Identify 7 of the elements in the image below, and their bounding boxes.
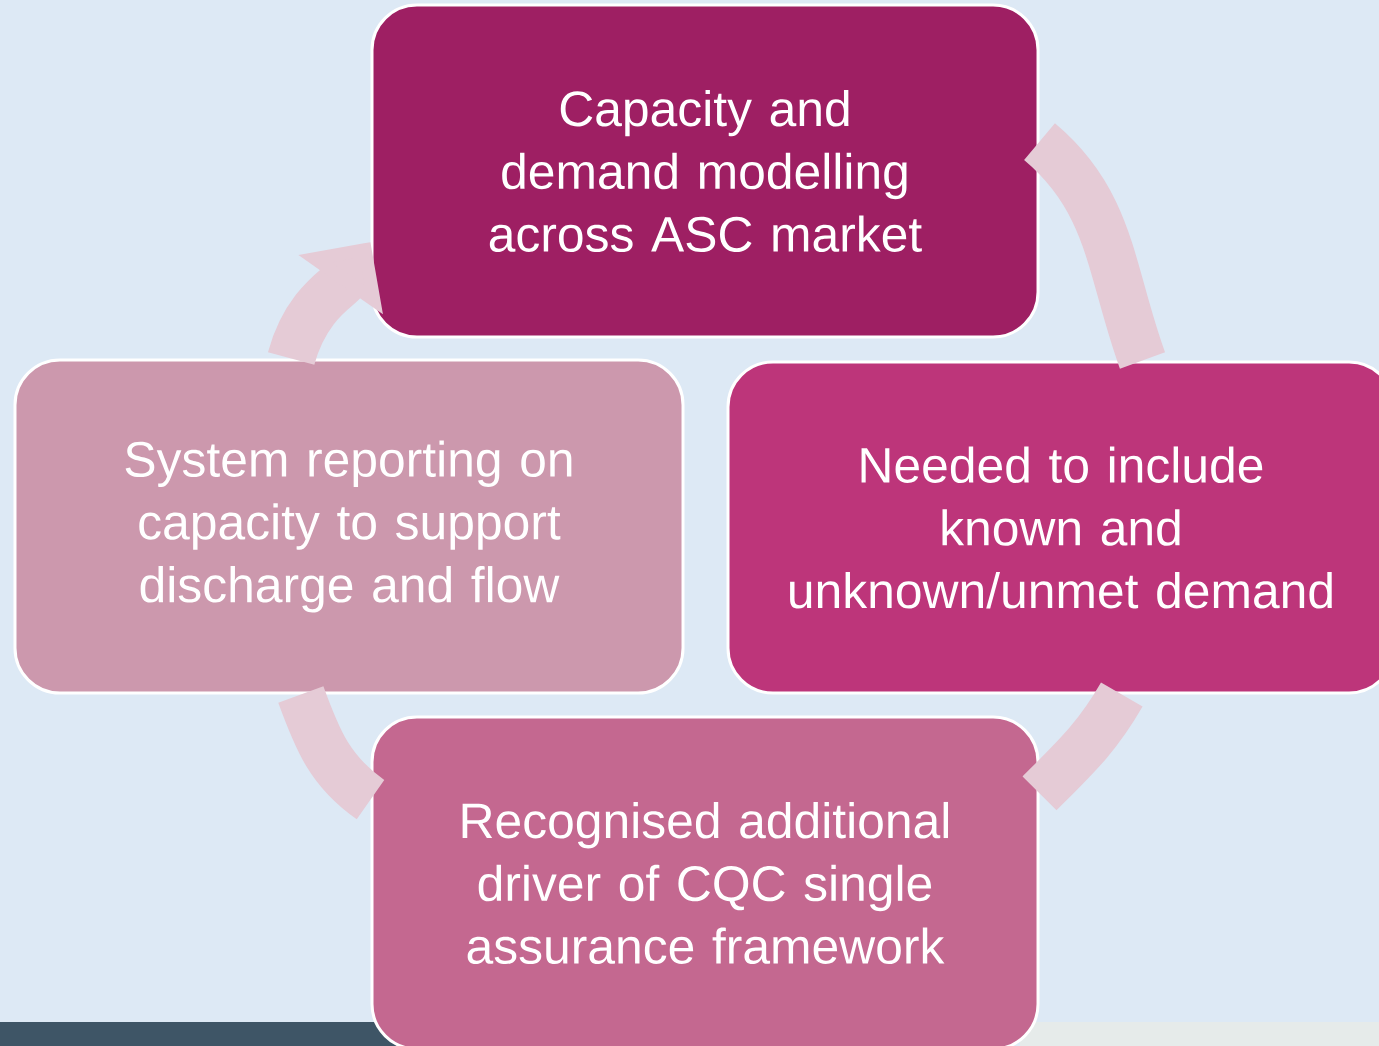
cycle-step-box: Recognised additional driver of CQC single assurance framework — [370, 715, 1040, 1046]
cycle-step-box: Needed to include known and unknown/unmet demand — [726, 360, 1379, 695]
cycle-arc — [1023, 124, 1166, 369]
cycle-arc — [1022, 682, 1143, 811]
cycle-arc — [278, 686, 385, 819]
cycle-step-box: System reporting on capacity to support discharge and flow — [13, 358, 685, 695]
cycle-step-box: Capacity and demand modelling across ASC market — [370, 3, 1040, 339]
